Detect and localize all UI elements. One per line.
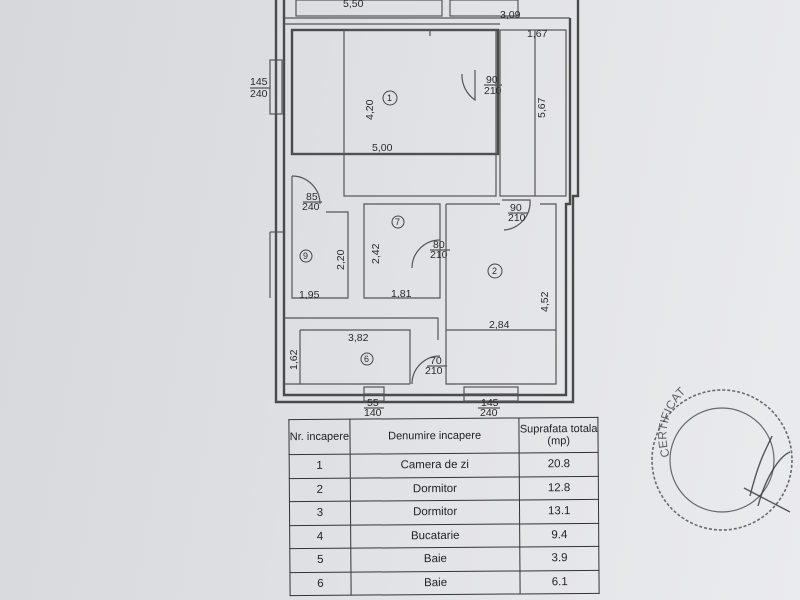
row-name: Dormitor [350,476,520,502]
room-1-number: 1 [387,93,392,103]
outer-walls [274,0,580,404]
door-room-1: 90 210 [461,70,502,102]
left-window-width: 145 [250,76,268,88]
room-9-width: 1,95 [299,289,320,301]
room-2: 2,84 4,52 2 [445,203,557,385]
header-name: Denumire incapere [349,417,520,455]
header-nr: Nr. incapere [288,419,350,455]
room-7-number: 7 [395,217,400,227]
room-6-number: 6 [364,354,369,364]
row-name: Camera de zi [349,452,520,478]
door-1-width: 90 [486,74,498,86]
table-header-row: Nr. incapere Denumire incapere Suprafata… [288,417,599,455]
room-7-height: 2,42 [370,243,382,264]
room-7-width: 1,81 [391,288,412,300]
certification-stamp: CERTIFICAT [651,384,793,531]
room-6-height: 1,62 [288,349,300,370]
row-area: 3.9 [520,546,599,571]
door-6-width: 70 [430,355,442,367]
stamp-circle [651,389,793,531]
row-nr: 3 [289,501,351,526]
header-area: Suprafata totala (mp) [519,417,599,453]
door-room-2: 90 210 [502,199,531,231]
bottom-window-1-width: 55 [367,397,379,409]
row-nr: 1 [289,454,351,479]
bottom-window-1-height: 140 [364,407,382,419]
bottom-window-2-height: 240 [480,407,498,419]
left-window-height: 240 [250,88,268,100]
hall-dim-length: 5,67 [536,97,548,118]
row-nr: 6 [289,571,351,596]
hall-dim-width: 1,67 [527,28,548,40]
room-9-height: 2,20 [335,249,347,270]
row-area: 9.4 [519,522,599,547]
signature-scribble [743,435,791,513]
top-dim-2: 3,09 [500,9,521,21]
room-2-height: 4,52 [539,291,551,312]
door-7-width: 80 [433,239,445,251]
door-2-height: 210 [508,212,526,224]
row-nr: 4 [289,524,351,549]
room-6-width: 3,82 [348,332,369,344]
hallway: 1,67 5,67 [499,28,567,197]
room-1-height: 4,20 [364,99,376,120]
row-name: Dormitor [350,499,520,525]
room-area-table: Nr. incapere Denumire incapere Suprafata… [288,417,600,596]
door-2-width: 90 [510,202,522,214]
room-9: 85 240 2,20 1,95 9 [269,175,349,301]
row-nr: 5 [289,548,351,573]
room-6: 3,82 1,62 6 70 210 [284,317,447,385]
row-name: Baie [350,546,521,572]
bottom-window-2-width: 145 [481,397,499,409]
left-window: 145 240 [250,59,283,115]
bottom-windows: 55 140 145 240 [363,386,519,419]
door-9-width: 85 [306,191,318,203]
row-area: 12.8 [519,475,599,500]
row-area: 13.1 [519,499,599,524]
row-name: Baie [350,570,521,596]
row-nr: 2 [289,477,351,502]
room-2-number: 2 [492,266,497,276]
room-7: 2,42 1,81 7 80 210 [363,203,450,300]
row-area: 20.8 [519,452,599,477]
room-1: 5,00 4,20 1 [290,28,500,197]
row-name: Bucatarie [350,523,521,549]
room-9-number: 9 [303,251,308,261]
door-1-height: 210 [484,85,502,97]
room-2-width: 2,84 [489,319,510,331]
door-9-height: 240 [302,201,320,213]
door-7-height: 210 [430,249,448,261]
room-1-width: 5,00 [372,142,393,154]
door-6-height: 210 [425,365,443,377]
top-dim-1: 5,50 [343,0,364,10]
row-area: 6.1 [520,569,600,594]
